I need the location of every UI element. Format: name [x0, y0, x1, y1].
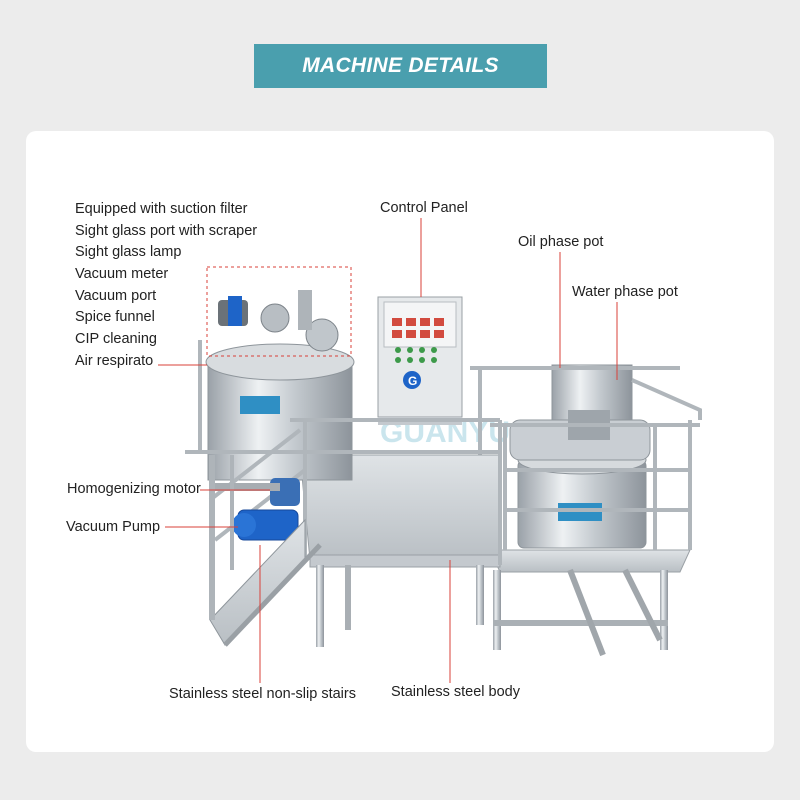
- central-platform: [299, 454, 501, 647]
- svg-text:G: G: [408, 374, 417, 388]
- section-title-banner: MACHINE DETAILS: [254, 44, 547, 88]
- control-panel-label: Control Panel: [380, 200, 468, 216]
- feature-item: Sight glass port with scraper: [75, 222, 258, 239]
- water-phase-pot: [509, 419, 651, 549]
- feature-item: Equipped with suction filter: [75, 201, 248, 217]
- feature-item: Sight glass lamp: [75, 244, 182, 261]
- feature-item: Air respirato: [75, 352, 154, 369]
- brand-logo-icon: [403, 371, 421, 389]
- section-title: MACHINE DETAILS: [302, 54, 499, 77]
- feature-item: Vacuum port: [75, 287, 157, 304]
- right-platform: [489, 549, 691, 657]
- feature-item: Spice funnel: [75, 309, 155, 326]
- oil-phase-pot: [551, 364, 633, 440]
- homogenizing-motor: [210, 478, 300, 506]
- water-phase-pot-label: Water phase pot: [572, 284, 678, 300]
- leader-lines: [158, 218, 618, 683]
- vacuum-pump-label: Vacuum Pump: [66, 519, 161, 535]
- feature-item: CIP cleaning: [75, 331, 157, 348]
- feature-list: Equipped with suction filter Sight glass…: [75, 202, 257, 376]
- vacuum-pump: [232, 509, 299, 541]
- stairs-label: Stainless steel non-slip stairs: [169, 686, 356, 702]
- body-label: Stainless steel body: [391, 684, 520, 700]
- fittings-highlight-box: [206, 266, 352, 357]
- oil-phase-pot-label: Oil phase pot: [518, 234, 604, 250]
- control-panel-cabinet: G: [377, 296, 463, 425]
- homogenizing-motor-label: Homogenizing motor: [67, 481, 201, 497]
- stainless-steel-stairs: [209, 455, 322, 647]
- feature-item: Vacuum meter: [75, 266, 169, 283]
